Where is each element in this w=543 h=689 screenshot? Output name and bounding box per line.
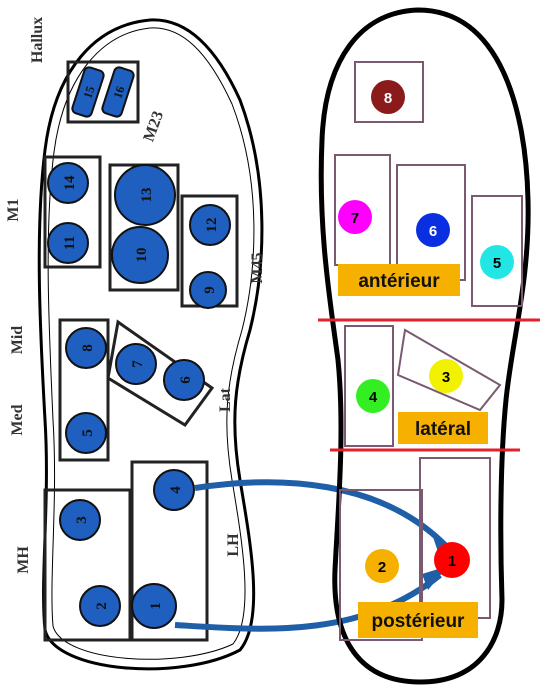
r-box-lh — [420, 458, 490, 618]
left-sensor-7: 7 — [116, 344, 156, 384]
left-sensor-label: 6 — [178, 376, 194, 384]
svg-text:antérieur: antérieur — [358, 271, 440, 292]
right-sensor-label: 3 — [442, 369, 450, 386]
right-sensor-label: 8 — [384, 90, 392, 107]
svg-text:latéral: latéral — [415, 419, 471, 440]
right-sensor-label: 6 — [429, 223, 437, 240]
right-sensor-4: 4 — [356, 379, 390, 413]
zone-label-hallux: Hallux — [29, 17, 46, 63]
right-sensor-label: 5 — [493, 255, 501, 272]
left-sensor-label: 7 — [130, 360, 146, 368]
right-sensor-5: 5 — [480, 245, 514, 279]
left-sensor-11: 11 — [48, 223, 88, 263]
left-sensor-1: 1 — [132, 584, 176, 628]
left-sensor-5: 5 — [66, 413, 106, 453]
left-sensor-9: 9 — [190, 272, 226, 308]
left-sensor-label: 14 — [62, 175, 78, 191]
svg-text:postérieur: postérieur — [372, 611, 466, 632]
right-sensor-6: 6 — [416, 213, 450, 247]
right-sensor-1: 1 — [434, 542, 470, 578]
left-sensor-label: 11 — [62, 236, 78, 250]
zone-label-m23: M23 — [140, 109, 167, 144]
right-sensor-2: 2 — [365, 549, 399, 583]
right-sensor-label: 1 — [448, 553, 456, 570]
left-sensor-10: 10 — [112, 227, 168, 283]
left-sensor-label: 2 — [94, 602, 110, 610]
zone-label-med: Med — [9, 404, 26, 435]
left-sensor-13: 13 — [115, 165, 175, 225]
left-sensor-8: 8 — [66, 328, 106, 368]
right-sensor-label: 7 — [351, 210, 359, 227]
zone-label-m1: M1 — [5, 198, 22, 221]
zone-label-anterior: antérieur — [338, 264, 460, 296]
right-insole-outline — [321, 10, 528, 682]
left-sensor-label: 1 — [148, 602, 164, 610]
left-sensor-14: 14 — [48, 163, 88, 203]
zone-label-posterior: postérieur — [358, 602, 478, 638]
zone-label-lh: LH — [225, 533, 242, 557]
right-sensor-8: 8 — [371, 80, 405, 114]
right-sensor-label: 4 — [369, 389, 378, 406]
left-sensor-12: 12 — [190, 205, 230, 245]
right-sensor-label: 2 — [378, 559, 386, 576]
zone-label-m45: M45 — [249, 252, 266, 283]
left-sensor-2: 2 — [80, 586, 120, 626]
left-sensor-label: 12 — [204, 218, 220, 233]
left-sensor-label: 8 — [80, 344, 96, 352]
zone-label-mid: Mid — [9, 326, 26, 355]
right-sensor-7: 7 — [338, 200, 372, 234]
left-sensor-4: 4 — [154, 470, 194, 510]
right-sensor-3: 3 — [429, 359, 463, 393]
zone-label-mh: MH — [15, 546, 32, 574]
left-sensor-label: 10 — [134, 248, 150, 263]
left-sensor-label: 5 — [80, 429, 96, 437]
left-sensor-6: 6 — [164, 360, 204, 400]
zone-label-lateral: latéral — [398, 412, 488, 444]
zone-label-lat: Lat — [217, 387, 234, 412]
left-sensor-label: 3 — [74, 516, 90, 524]
left-sensor-label: 4 — [168, 486, 184, 494]
left-sensor-label: 9 — [202, 286, 218, 294]
left-sensor-label: 13 — [139, 188, 155, 203]
left-sensor-3: 3 — [60, 500, 100, 540]
